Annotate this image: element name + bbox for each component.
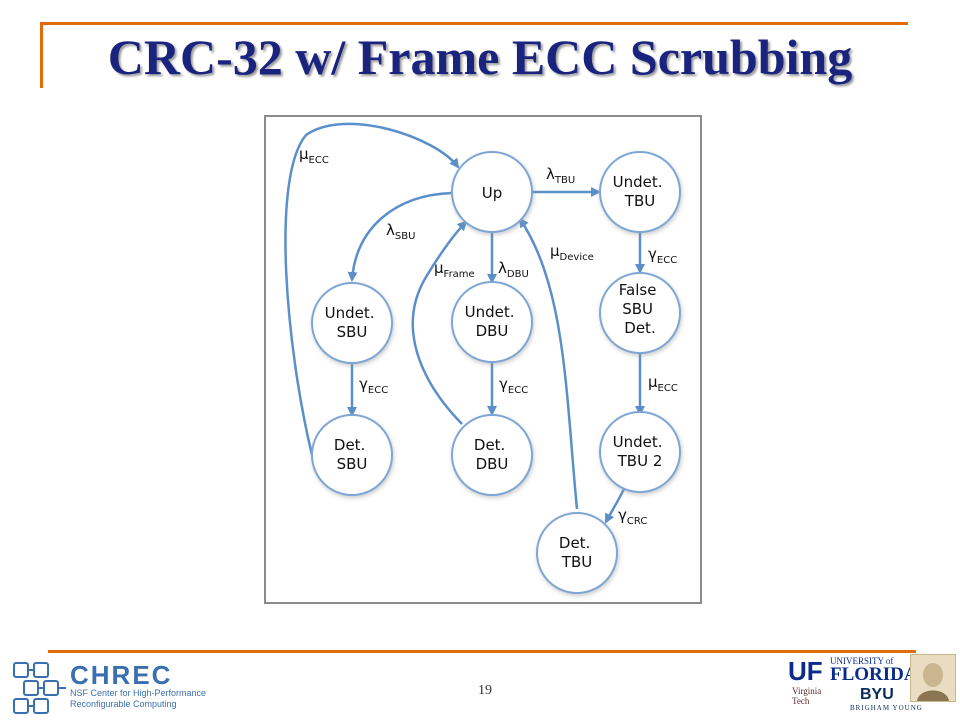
node-undet-tbu2-label: Undet. TBU 2 [613,433,668,470]
chrec-tagline: NSF Center for High-Performance Reconfig… [70,688,230,710]
vt-logo-line1: Virginia [792,686,822,696]
node-up-label: Up [482,184,503,202]
uf-logo-line1: UNIVERSITY of [830,656,894,666]
node-det-sbu-label: Det. SBU [334,436,370,473]
node-det-tbu-label: Det. TBU [559,534,595,571]
chrec-name: CHREC [70,660,173,690]
label-gamma-ecc-left: γECC [359,375,388,396]
uf-logo-mark: UF [788,656,823,686]
slide-title: CRC-32 w/ Frame ECC Scrubbing [107,29,853,85]
label-lambda-tbu: λTBU [546,165,575,186]
chrec-tagline-line2: Reconfigurable Computing [70,699,177,709]
node-det-dbu [451,414,533,496]
footer-rule [48,650,916,653]
chrec-tagline-line1: NSF Center for High-Performance [70,688,207,698]
node-false-sbu [599,272,681,354]
title-rule-horizontal [40,22,908,25]
state-diagram: Up Undet. TBU False SBU Det. Undet. SBU … [264,115,702,604]
node-undet-tbu [599,151,681,233]
vt-logo-line2: Tech [792,696,810,706]
node-undet-sbu [311,282,393,364]
node-up [451,151,533,233]
label-mu-frame: μFrame [434,259,475,280]
title-rule-vertical [40,22,43,88]
edge-mu-device [518,217,579,510]
edge-mu-frame [411,220,468,425]
edge-mu-ecc-top [284,122,460,456]
state-diagram-canvas: Up Undet. TBU False SBU Det. Undet. SBU … [284,122,681,594]
label-lambda-dbu: λDBU [498,259,529,280]
chrec-logo-icon [13,662,66,714]
byu-logo: BYU [860,686,894,703]
edge-lambda-sbu [347,191,453,282]
vt-logo: Virginia Tech [792,686,842,706]
label-mu-device: μDevice [550,242,594,263]
node-undet-dbu [451,281,533,363]
byu-logo-sub: BRIGHAM YOUNG [850,704,923,712]
node-undet-dbu-label: Undet. DBU [465,303,520,340]
node-det-tbu [536,512,618,594]
node-det-sbu [311,414,393,496]
label-mu-ecc-top: μECC [299,145,329,166]
gwu-portrait-icon [910,654,956,702]
node-undet-sbu-label: Undet. SBU [325,304,380,341]
edge-gamma-crc [604,488,626,524]
node-false-sbu-label: False SBU Det. [619,281,661,337]
label-gamma-ecc-mid: γECC [499,375,528,396]
label-mu-ecc-right: μECC [648,373,678,394]
label-gamma-crc: γCRC [618,506,647,527]
node-undet-tbu2 [599,411,681,493]
node-undet-tbu-label: Undet. TBU [613,173,668,210]
node-det-dbu-label: Det. DBU [474,436,510,473]
label-gamma-ecc-right: γECC [648,245,677,266]
label-lambda-sbu: λSBU [386,221,415,242]
page-number: 19 [478,683,492,698]
uf-logo-line2: FLORIDA [830,664,918,685]
